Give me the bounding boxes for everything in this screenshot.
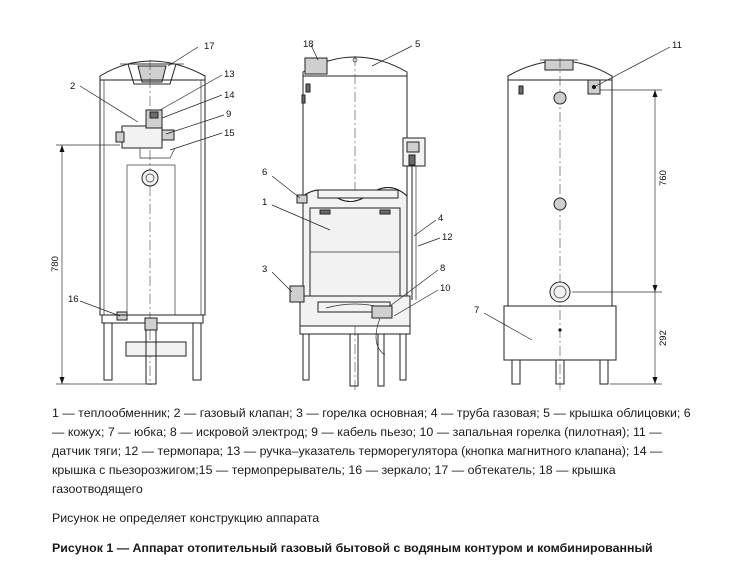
callout-12: 12 bbox=[442, 232, 453, 243]
right-view: 760 292 11 7 bbox=[474, 40, 682, 390]
callout-10: 10 bbox=[440, 283, 451, 294]
callout-16: 16 bbox=[68, 294, 79, 305]
middle-view: 18 5 6 1 3 4 12 8 10 bbox=[262, 39, 453, 390]
callout-18: 18 bbox=[303, 39, 314, 50]
callout-15: 15 bbox=[224, 128, 235, 139]
callout-14: 14 bbox=[224, 90, 235, 101]
callout-4: 4 bbox=[438, 213, 443, 224]
note-text: Рисунок не определяет конструкцию аппара… bbox=[52, 511, 320, 525]
figure-caption: Рисунок 1 — Аппарат отопительный газовый… bbox=[52, 541, 653, 555]
callout-7: 7 bbox=[474, 305, 479, 316]
callout-13: 13 bbox=[224, 69, 235, 80]
legend-text: 1 — теплообменник; 2 — газовый клапан; 3… bbox=[52, 406, 691, 496]
callout-2: 2 bbox=[70, 81, 75, 92]
heater-drawing: 780 17 2 13 14 9 15 16 bbox=[50, 39, 682, 390]
callout-8: 8 bbox=[440, 263, 445, 274]
callout-6: 6 bbox=[262, 167, 267, 178]
callout-11: 11 bbox=[672, 40, 682, 51]
dimension-292: 292 bbox=[658, 330, 669, 346]
callout-9: 9 bbox=[226, 109, 231, 120]
callout-17: 17 bbox=[204, 41, 215, 52]
dimension-780: 780 bbox=[50, 256, 61, 272]
callout-1: 1 bbox=[262, 197, 267, 208]
callout-5: 5 bbox=[415, 39, 420, 50]
left-view: 780 17 2 13 14 9 15 16 bbox=[50, 41, 235, 385]
callout-3: 3 bbox=[262, 264, 267, 275]
dimension-760: 760 bbox=[658, 170, 669, 186]
